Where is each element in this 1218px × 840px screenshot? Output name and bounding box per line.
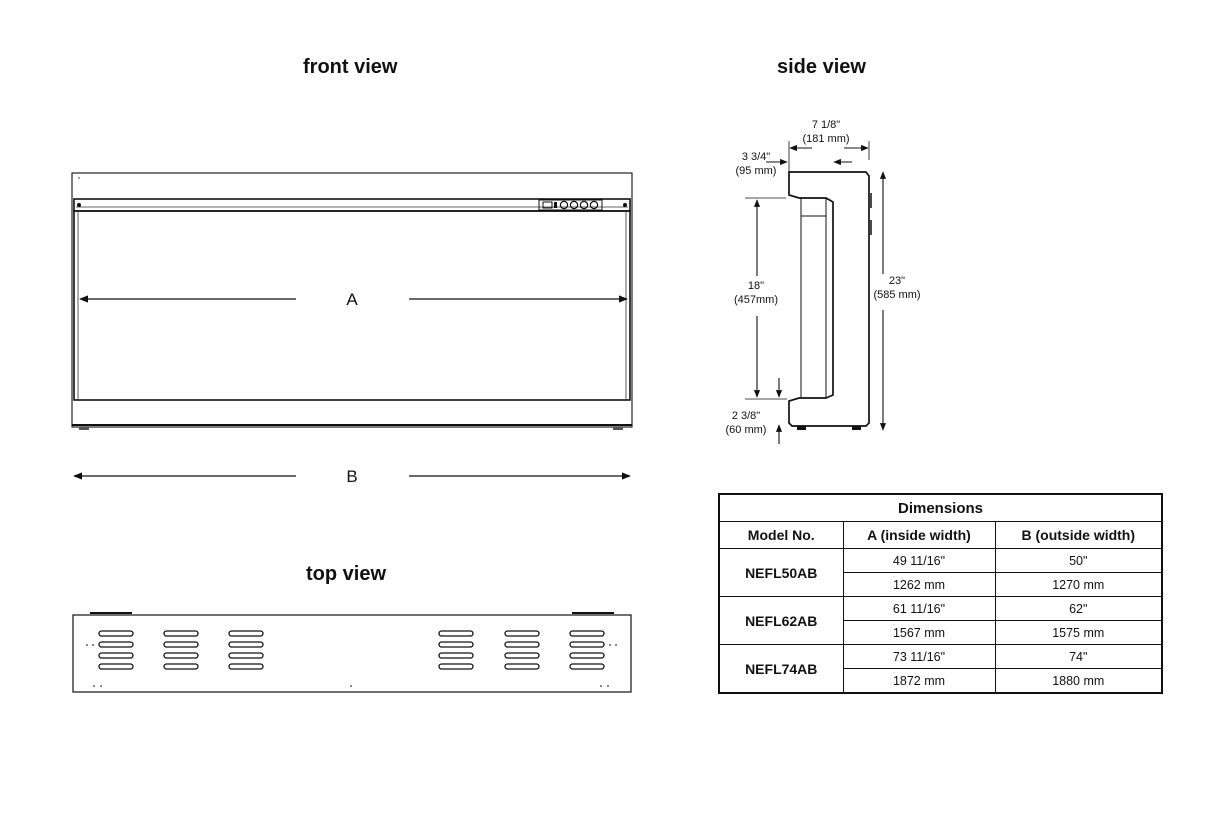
top-view-drawing <box>72 612 632 693</box>
table-row: NEFL74AB 73 11/16" 74" <box>718 644 1163 694</box>
b-width-mm: 1575 mm <box>994 620 1163 645</box>
b-width-inches: 74" <box>994 644 1163 669</box>
opening-height-label: 18" <box>748 280 764 292</box>
frame-corner-dot <box>78 177 80 179</box>
base-height-mm-label: (60 mm) <box>726 424 767 436</box>
mounting-holes <box>86 644 617 687</box>
header-a-width: A (inside width) <box>842 521 996 549</box>
control-panel <box>538 199 603 211</box>
front-right-foot <box>613 427 623 430</box>
right-screw <box>623 203 627 207</box>
table-row: NEFL50AB 49 11/16" 50" <box>718 548 1163 597</box>
dimensions-table: Dimensions Model No. A (inside width) B … <box>718 493 1164 694</box>
front-left-foot <box>79 427 89 430</box>
a-width-mm: 1567 mm <box>842 620 996 645</box>
overall-height-mm-label: (585 mm) <box>873 289 920 301</box>
model-number: NEFL74AB <box>718 644 844 694</box>
left-vent-group <box>98 630 264 670</box>
top-view-title: top view <box>306 563 387 585</box>
model-number: NEFL62AB <box>718 596 844 645</box>
control-knob <box>589 200 599 210</box>
dimension-a-label: A <box>346 290 358 309</box>
a-width-mm: 1872 mm <box>842 668 996 694</box>
control-knob <box>569 200 579 210</box>
a-width-inches: 73 11/16" <box>842 644 996 669</box>
depth-overall-label: 7 1/8" <box>812 119 840 131</box>
top-outline <box>72 614 632 693</box>
b-width-inches: 50" <box>994 548 1163 573</box>
b-width-mm: 1880 mm <box>994 668 1163 694</box>
table-row: 1872 mm 1880 mm <box>719 668 1163 694</box>
side-view-drawing: 7 1/8" (181 mm) 3 3/4" (95 mm) 18" (457m… <box>726 119 921 444</box>
b-width-inches: 62" <box>994 596 1163 621</box>
control-knob <box>579 200 589 210</box>
b-width-mm: 1270 mm <box>994 572 1163 597</box>
model-number: NEFL50AB <box>718 548 844 597</box>
depth-inner-label: 3 3/4" <box>742 151 770 163</box>
front-view-title: front view <box>303 56 398 78</box>
front-outer-frame <box>71 172 633 428</box>
side-view-title: side view <box>777 56 866 78</box>
dimension-b-label: B <box>346 467 357 486</box>
control-knob <box>559 200 569 210</box>
depth-inner-mm-label: (95 mm) <box>736 165 777 177</box>
front-top-trim <box>73 198 631 212</box>
table-header-row: Model No. A (inside width) B (outside wi… <box>718 521 1163 549</box>
table-row: NEFL62AB 61 11/16" 62" <box>718 596 1163 645</box>
front-view-drawing: A B <box>71 172 633 486</box>
left-screw <box>77 203 81 207</box>
base-height-label: 2 3/8" <box>732 410 760 422</box>
overall-height-label: 23" <box>889 275 905 287</box>
side-foot <box>852 426 861 430</box>
table-title: Dimensions <box>718 493 1163 522</box>
header-model: Model No. <box>718 521 844 549</box>
table-row: 1567 mm 1575 mm <box>719 620 1163 645</box>
a-width-inches: 61 11/16" <box>842 596 996 621</box>
right-vent-group <box>438 630 605 670</box>
side-foot <box>797 426 806 430</box>
depth-overall-mm-label: (181 mm) <box>802 133 849 145</box>
opening-height-mm-label: (457mm) <box>734 294 778 306</box>
header-b-width: B (outside width) <box>994 521 1163 549</box>
table-caption-row: Dimensions <box>718 493 1163 522</box>
a-width-mm: 1262 mm <box>842 572 996 597</box>
front-glass-opening <box>73 210 631 401</box>
a-width-inches: 49 11/16" <box>842 548 996 573</box>
side-profile <box>788 171 870 427</box>
